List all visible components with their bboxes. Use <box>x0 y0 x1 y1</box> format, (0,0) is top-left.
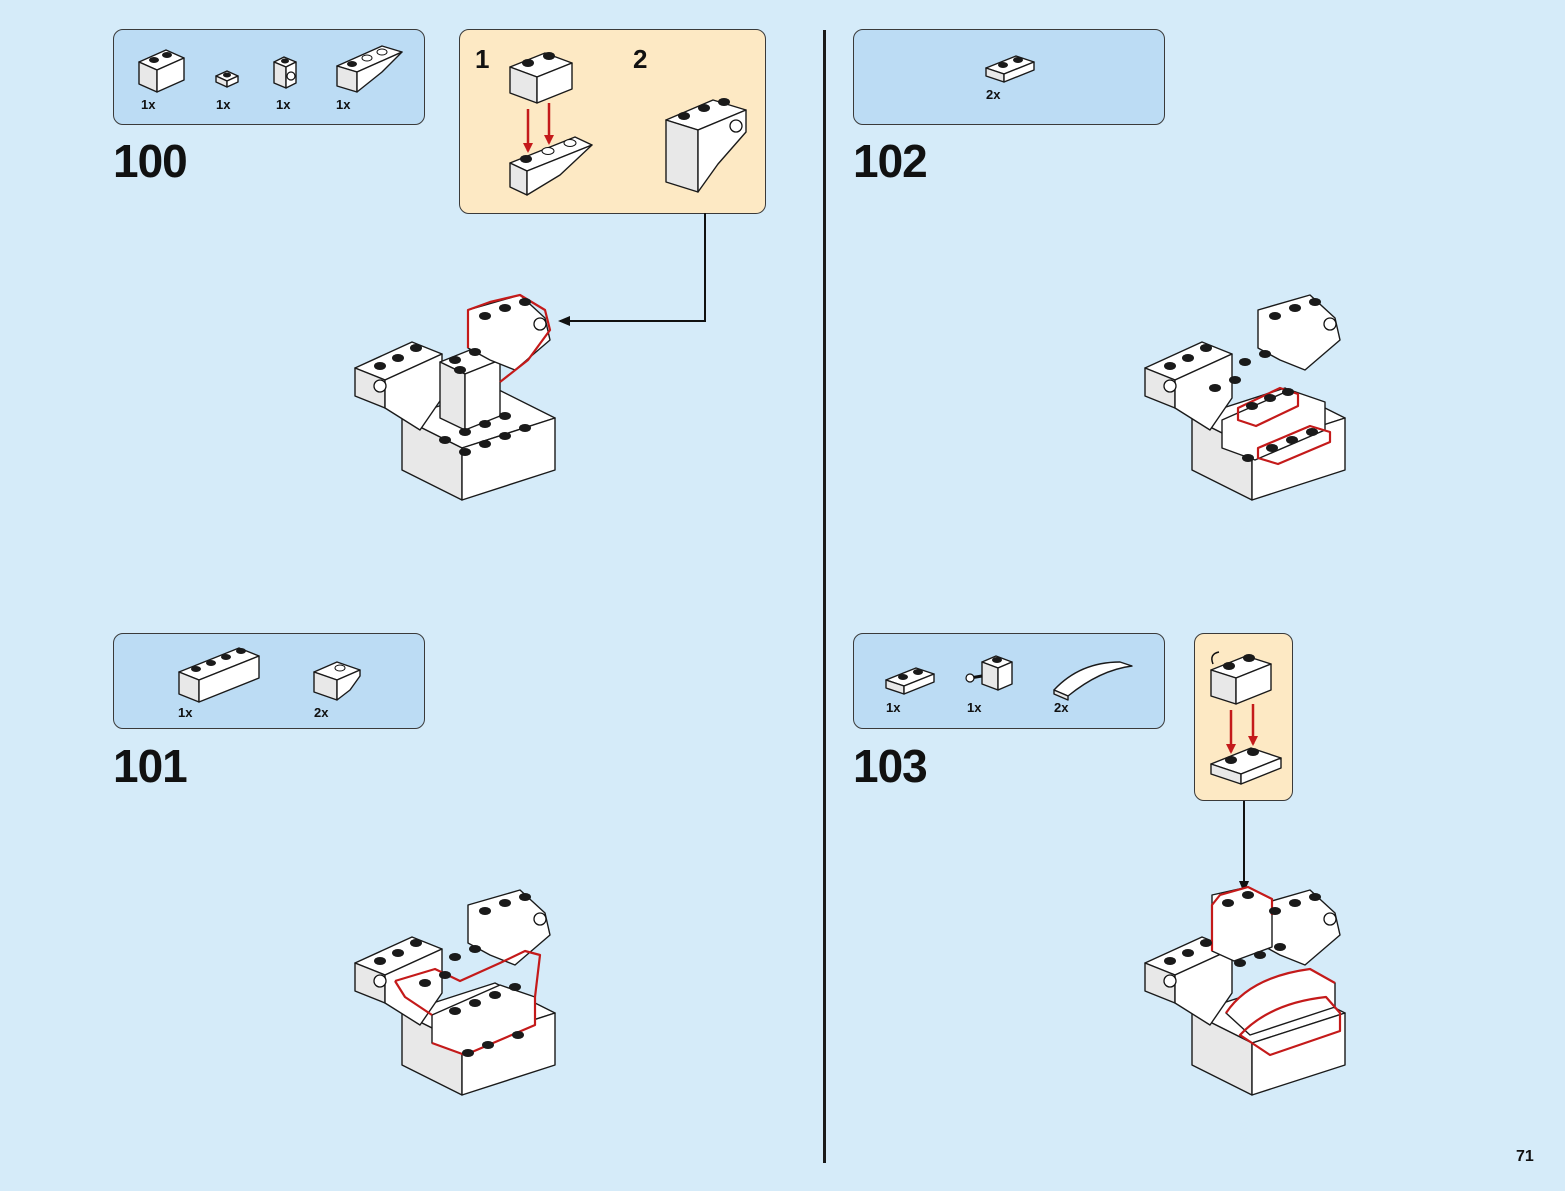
inverted-slope-1x3-icon <box>336 45 403 93</box>
part-qty: 1x <box>178 705 193 720</box>
step-number: 103 <box>853 740 928 792</box>
part-qty: 1x <box>967 700 982 715</box>
part-qty: 2x <box>986 87 1001 102</box>
step-101-parts-box: 1x 2x <box>113 633 425 729</box>
part-qty: 1x <box>886 700 901 715</box>
part-qty: 1x <box>336 97 351 112</box>
plate-1x1-icon <box>215 70 239 88</box>
callout-arrow <box>1239 801 1249 893</box>
step-number: 101 <box>113 740 188 792</box>
curved-slope-1x4-icon <box>1053 661 1133 701</box>
slope-1x1-icon <box>313 661 361 701</box>
sub-step-number: 2 <box>633 44 648 74</box>
step-100-parts-box: 1x 1x 1x 1x <box>113 29 425 125</box>
step-101-model-illustration <box>354 889 556 1096</box>
step-100-model-illustration <box>354 293 556 501</box>
step-103-model-illustration <box>1144 885 1346 1096</box>
step-102-model-illustration <box>1144 294 1346 501</box>
step-number: 100 <box>113 135 188 187</box>
step-103-subassembly-box <box>1194 633 1293 801</box>
page-column-divider <box>823 30 826 1163</box>
brick-1x4-icon <box>178 647 260 703</box>
plate-1x2-icon <box>885 667 935 695</box>
sub-step-number: 1 <box>475 44 490 74</box>
callout-arrow <box>558 213 706 326</box>
plate-1x2-icon <box>985 55 1035 83</box>
brick-1x1-with-bar-icon <box>965 655 1013 691</box>
step-100-subassembly-box: 1 2 <box>459 29 766 214</box>
brick-1x1-with-hole-icon <box>273 56 297 89</box>
part-qty: 1x <box>276 97 291 112</box>
brick-1x2-icon <box>138 49 185 93</box>
part-qty: 1x <box>141 97 156 112</box>
step-103-parts-box: 1x 1x 2x <box>853 633 1165 729</box>
step-number: 102 <box>853 135 928 187</box>
subassembly-sub-step-2-illustration <box>665 98 747 193</box>
subassembly-sub-step-1-illustration <box>509 52 593 196</box>
part-qty: 1x <box>216 97 231 112</box>
part-qty: 2x <box>1054 700 1069 715</box>
part-qty: 2x <box>314 705 329 720</box>
step-102-parts-box: 2x <box>853 29 1165 125</box>
subassembly-illustration <box>1210 651 1282 785</box>
page-number: 71 <box>1516 1148 1534 1165</box>
